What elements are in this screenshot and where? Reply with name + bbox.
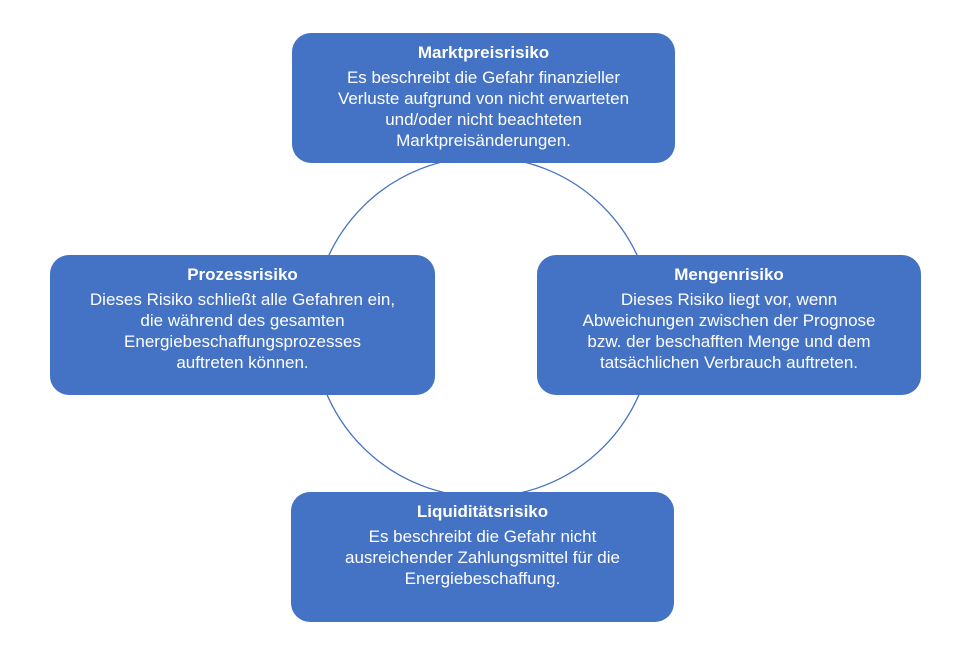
node-mengenrisiko: Mengenrisiko Dieses Risiko liegt vor, we… — [537, 255, 921, 395]
node-marktpreisrisiko-body: Es beschreibt die Gefahr finanzieller Ve… — [337, 68, 630, 150]
node-prozessrisiko-body: Dieses Risiko schließt alle Gefahren ein… — [89, 290, 396, 372]
node-liquiditaetsrisiko-body: Es beschreibt die Gefahr nicht ausreiche… — [345, 527, 620, 588]
node-marktpreisrisiko: Marktpreisrisiko Es beschreibt die Gefah… — [292, 33, 675, 163]
node-liquiditaetsrisiko-title: Liquiditätsrisiko — [416, 502, 549, 521]
node-prozessrisiko: Prozessrisiko Dieses Risiko schließt all… — [50, 255, 435, 395]
node-prozessrisiko-title: Prozessrisiko — [187, 265, 298, 284]
node-marktpreisrisiko-title: Marktpreisrisiko — [417, 43, 550, 62]
node-mengenrisiko-title: Mengenrisiko — [674, 265, 784, 284]
node-mengenrisiko-body: Dieses Risiko liegt vor, wenn Abweichung… — [582, 290, 876, 372]
node-liquiditaetsrisiko: Liquiditätsrisiko Es beschreibt die Gefa… — [291, 492, 674, 622]
